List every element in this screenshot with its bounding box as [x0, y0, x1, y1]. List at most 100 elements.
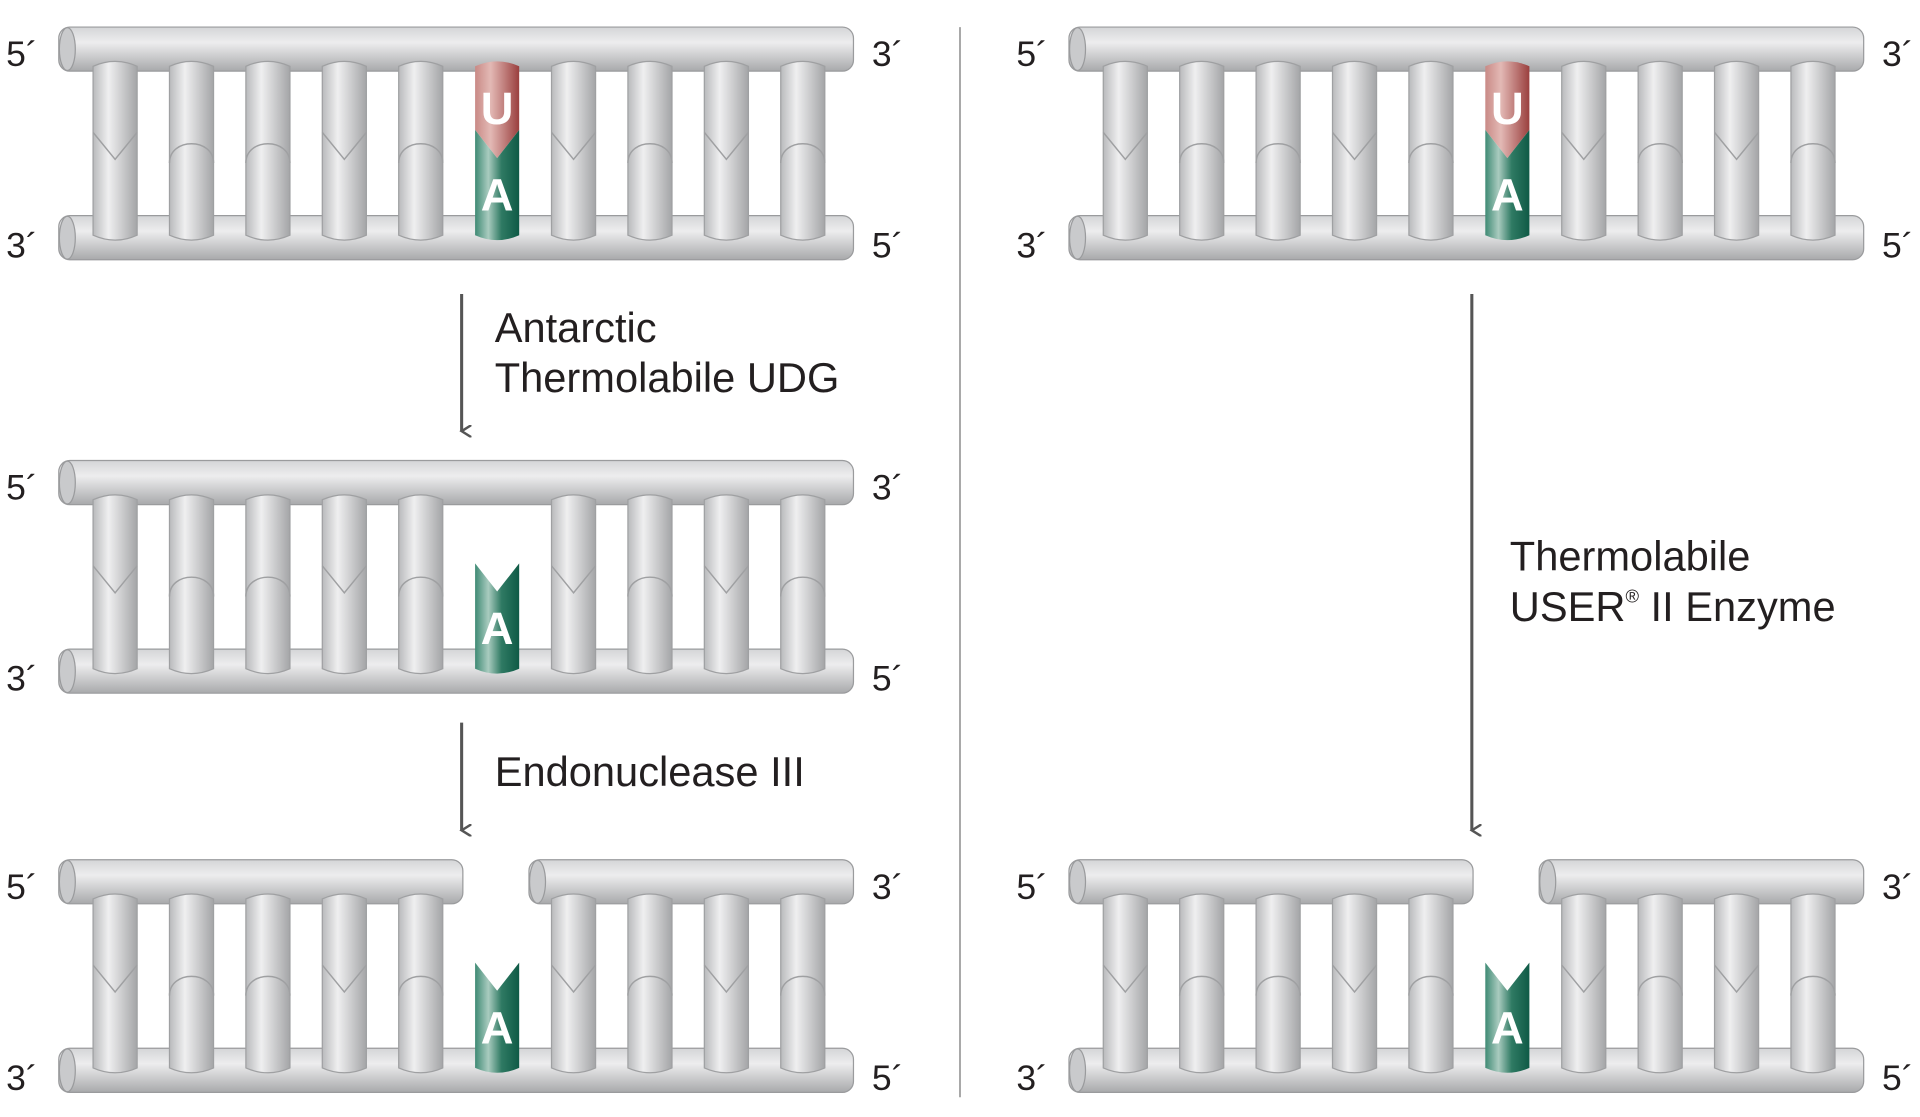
five-prime-label: 5´ [872, 225, 904, 265]
v-joint [1331, 131, 1378, 161]
base-pair-rung [627, 494, 673, 675]
v-joint [703, 565, 749, 594]
base-pair-rung [780, 494, 826, 675]
three-prime-label: 3´ [872, 34, 904, 74]
base-pair-rung [1102, 893, 1148, 1074]
base-pair-rung [1561, 893, 1607, 1074]
base-pair-rung [92, 494, 138, 675]
user-label-line1: Thermolabile [1510, 533, 1751, 580]
adenine-base [475, 563, 520, 674]
base-pair-rung [92, 60, 138, 241]
base-pair-rung [780, 893, 826, 1074]
base-pair-rung [1331, 60, 1378, 241]
adenine-base [1485, 129, 1530, 241]
bottom-strand-backbone-end [58, 649, 76, 694]
adenine-base [475, 129, 520, 241]
adenine-base [1485, 962, 1530, 1073]
base-pair-rung [168, 60, 215, 241]
arc-joint [245, 576, 291, 597]
arc-joint [168, 142, 215, 164]
arc-joint [1178, 975, 1225, 996]
base-pair-rung [1179, 60, 1225, 241]
three-prime-label: 3´ [1016, 1058, 1048, 1098]
arc-joint [780, 576, 826, 597]
arc-joint [1408, 975, 1454, 996]
step1-label-line1: Antarctic [495, 304, 657, 351]
top-strand-backbone-left-end [1068, 859, 1087, 904]
three-prime-label: 3´ [1016, 225, 1048, 265]
arc-joint [168, 975, 215, 996]
arc-joint [397, 576, 444, 597]
v-joint [550, 565, 597, 594]
adenine-letter: A [1491, 1002, 1524, 1053]
base-pair-rung [168, 893, 215, 1074]
user-label-user: USER [1510, 583, 1626, 630]
dna-layer: 5´3´3´5´UA5´3´3´5´A5´3´3´5´A5´3´3´5´UA5´… [6, 26, 1914, 1098]
five-prime-label: 5´ [1882, 225, 1914, 265]
dna-duplex-nicked: 5´3´3´5´A [6, 859, 904, 1098]
v-joint [1102, 131, 1148, 161]
v-joint [703, 131, 749, 161]
top-strand-backbone-end [58, 460, 76, 505]
five-prime-label: 5´ [6, 867, 38, 907]
bottom-strand-backbone-end [1068, 215, 1087, 260]
bottom-strand-backbone-end [58, 215, 76, 260]
base-pair-rung [398, 60, 444, 241]
five-prime-label: 5´ [6, 468, 38, 508]
base-pair-rung [398, 494, 444, 675]
v-joint [703, 964, 749, 994]
five-prime-label: 5´ [6, 34, 38, 74]
base-pair-rung [321, 494, 367, 675]
base-pair-rung [1179, 893, 1225, 1074]
three-prime-label: 3´ [6, 659, 38, 699]
uracil-base [475, 61, 520, 159]
arc-joint [627, 576, 673, 597]
v-joint [321, 565, 367, 594]
v-joint [321, 964, 367, 994]
base-pair-rung [1102, 60, 1148, 241]
base-pair-rung [550, 893, 597, 1074]
arc-joint [780, 975, 826, 996]
arc-joint [397, 142, 444, 164]
top-strand-backbone-end [58, 27, 76, 72]
base-pair-rung [703, 494, 750, 675]
bottom-strand-backbone-end [58, 1048, 76, 1093]
dna-duplex-intact: 5´3´3´5´UA [6, 26, 904, 265]
top-strand-backbone-left-end [58, 859, 76, 904]
arc-joint [1637, 975, 1683, 996]
three-prime-label: 3´ [1882, 867, 1914, 907]
user-label-rest: II Enzyme [1639, 583, 1836, 630]
arc-joint [245, 975, 291, 996]
base-pair-rung [1790, 60, 1836, 241]
base-pair-rung [1790, 893, 1836, 1074]
base-pair-rung [1408, 893, 1454, 1074]
five-prime-label: 5´ [872, 659, 904, 699]
base-pair-rung [1408, 60, 1454, 241]
arc-joint [1790, 142, 1836, 164]
adenine-letter: A [1491, 170, 1524, 221]
dna-duplex-intact: 5´3´3´5´UA [1016, 26, 1914, 265]
top-strand-backbone-end [1068, 27, 1087, 72]
base-pair-rung [321, 60, 367, 241]
v-joint [321, 131, 367, 161]
top-strand-backbone-right-end [1539, 859, 1557, 904]
arc-joint [168, 576, 215, 597]
arc-joint [1408, 142, 1454, 164]
three-prime-label: 3´ [6, 1058, 38, 1098]
base-pair-rung [1255, 60, 1301, 241]
three-prime-label: 3´ [872, 867, 904, 907]
five-prime-label: 5´ [1016, 34, 1048, 74]
three-prime-label: 3´ [872, 468, 904, 508]
user-label-line2: USER® II Enzyme [1510, 583, 1836, 630]
v-joint [550, 131, 597, 161]
arc-joint [1255, 975, 1301, 996]
arc-joint [1255, 142, 1301, 164]
v-joint [1713, 131, 1760, 161]
three-prime-label: 3´ [6, 225, 38, 265]
five-prime-label: 5´ [1016, 867, 1048, 907]
arc-joint [1637, 142, 1683, 164]
step2-label: Endonuclease III [495, 748, 805, 795]
registered-mark: ® [1625, 586, 1639, 607]
base-pair-rung [1331, 893, 1378, 1074]
